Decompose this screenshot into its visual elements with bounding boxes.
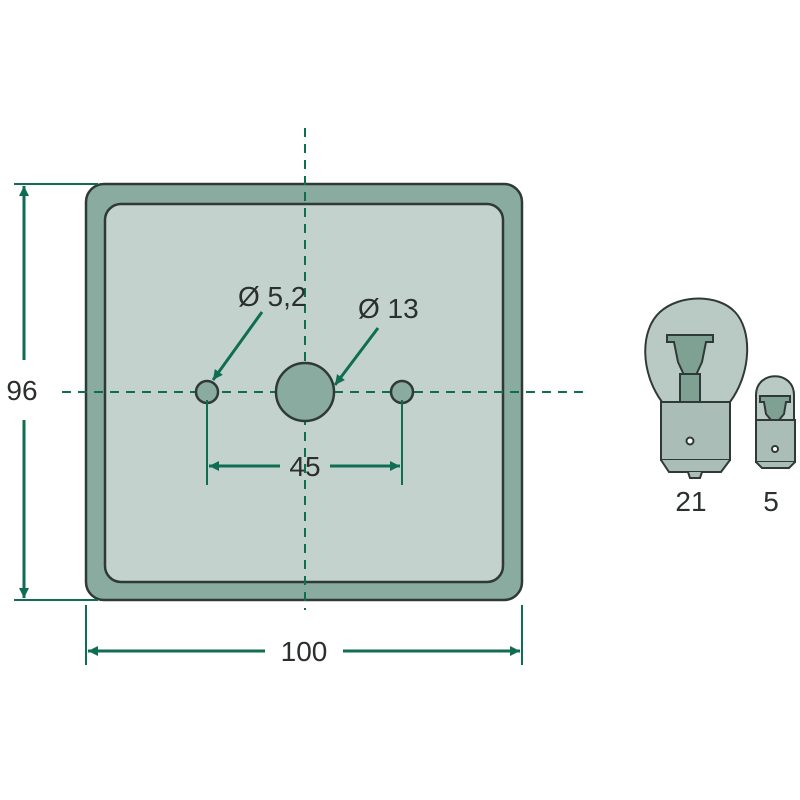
center-hole [274, 361, 336, 423]
height-label: 96 [6, 375, 37, 406]
small-hole-diameter-label: Ø 5,2 [238, 281, 306, 312]
dimension-lines [14, 183, 523, 665]
bulb-5-label: 5 [763, 486, 779, 517]
width-label: 100 [281, 636, 328, 667]
small-hole-right [389, 379, 415, 405]
small-hole-left [194, 379, 220, 405]
center-hole-diameter-label: Ø 13 [358, 293, 419, 324]
bulb-21W-icon [644, 297, 749, 479]
hole-spacing-label: 45 [289, 451, 320, 482]
bulb-21-label: 21 [675, 486, 706, 517]
bulb-5W-icon [755, 375, 796, 469]
